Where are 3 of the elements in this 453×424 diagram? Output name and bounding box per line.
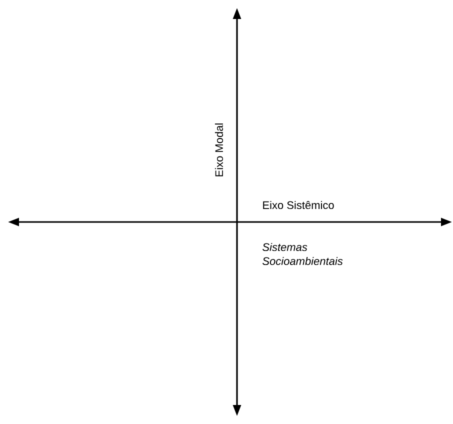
axis-label: Eixo Sistêmico bbox=[263, 200, 334, 210]
axis-label: Eixo Modal bbox=[214, 124, 224, 176]
axis-label: Sistemas Socioambientais bbox=[262, 242, 343, 266]
